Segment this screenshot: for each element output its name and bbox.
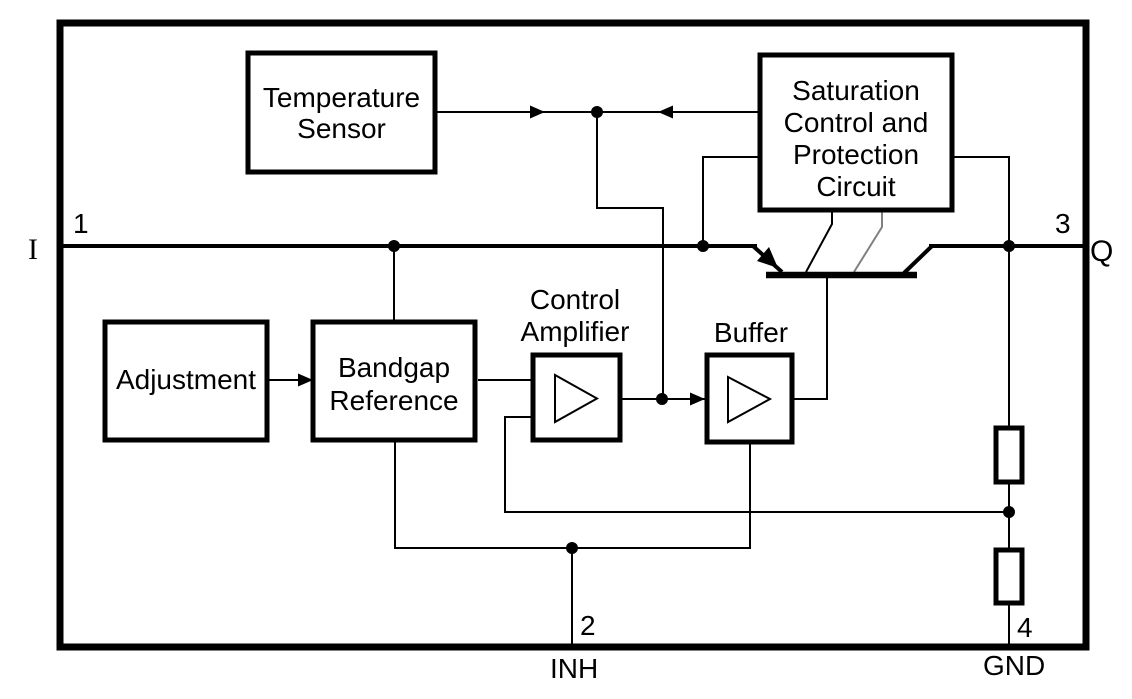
- saturation-label-line1: Saturation: [792, 75, 920, 106]
- transistor-emitter-arrow-icon: [757, 247, 778, 268]
- temperature-sensor-label-line2: Sensor: [297, 113, 386, 144]
- wire-protection-override: [596, 112, 664, 399]
- saturation-label-line2: Control and: [784, 107, 929, 138]
- block-temperature-sensor: Temperature Sensor: [245, 50, 438, 175]
- arrowhead-left-icon: [658, 105, 673, 119]
- junction-dot: [697, 240, 709, 252]
- pin3-name: Q: [1090, 235, 1113, 268]
- bandgap-label-line1: Bandgap: [338, 352, 450, 383]
- pin-1-input: 1 I: [28, 208, 89, 266]
- pin3-number: 3: [1055, 208, 1071, 239]
- junction-dot: [1003, 240, 1015, 252]
- pin-4-ground: 4 GND: [983, 612, 1045, 681]
- junction-dot: [591, 106, 603, 118]
- junction-dot: [656, 393, 668, 405]
- saturation-label-line4: Circuit: [816, 171, 896, 202]
- pin4-name: GND: [983, 650, 1045, 681]
- block-box: [102, 319, 270, 443]
- pin2-number: 2: [580, 610, 596, 641]
- junction-dot: [388, 240, 400, 252]
- pin-3-output: 3 Q: [1055, 208, 1113, 268]
- block-bandgap-reference: Bandgap Reference: [310, 319, 478, 443]
- block-box: [310, 319, 478, 443]
- block-adjustment: Adjustment: [102, 319, 270, 443]
- transistor-collector: [902, 244, 934, 275]
- arrowhead-right-icon: [298, 373, 313, 387]
- block-box: [245, 50, 438, 175]
- resistor-bottom: [993, 547, 1025, 606]
- block-box: [704, 352, 795, 445]
- block-buffer: Buffer: [704, 317, 795, 445]
- amplifier-triangle-icon: [727, 375, 773, 424]
- resistor-top: [993, 425, 1025, 485]
- temperature-sensor-label-line1: Temperature: [263, 82, 420, 113]
- buffer-label: Buffer: [714, 317, 788, 348]
- arrowhead-right-icon: [530, 105, 545, 119]
- wire-base-drive-2: [853, 210, 883, 273]
- wire-buffer-to-base: [792, 276, 828, 400]
- pin2-name: INH: [550, 653, 598, 684]
- wire-feedback: [504, 416, 1009, 513]
- adjustment-label: Adjustment: [116, 364, 256, 395]
- block-control-amplifier: Control Amplifier: [521, 284, 630, 443]
- saturation-label-line3: Protection: [793, 139, 919, 170]
- block-box: [757, 52, 955, 213]
- junction-dot: [1003, 506, 1015, 518]
- wire-saturation-sense-output: [952, 156, 1010, 246]
- arrowhead-right-icon: [690, 392, 705, 406]
- wire-bottom-bus: [394, 440, 751, 549]
- amplifier-triangle-icon: [554, 373, 600, 424]
- wire-base-drive-1: [805, 210, 833, 273]
- wire-saturation-sense-input: [702, 156, 760, 246]
- control-amplifier-label-line2: Amplifier: [521, 316, 630, 347]
- pin-2-inhibit: 2 INH: [550, 610, 598, 684]
- control-amplifier-label-line1: Control: [530, 284, 620, 315]
- block-box: [530, 352, 623, 443]
- pin1-number: 1: [73, 208, 89, 239]
- pin4-number: 4: [1017, 612, 1033, 643]
- pin1-name: I: [28, 233, 38, 266]
- block-saturation-control: Saturation Control and Protection Circui…: [757, 52, 955, 213]
- junction-dot: [566, 542, 578, 554]
- bandgap-label-line2: Reference: [329, 385, 458, 416]
